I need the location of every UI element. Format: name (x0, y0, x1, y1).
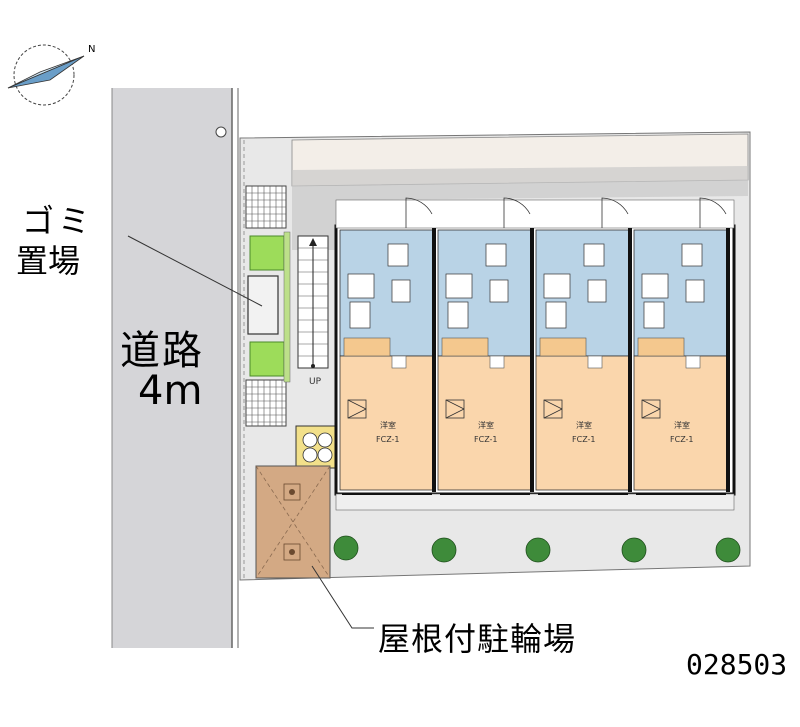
planter (249, 235, 285, 271)
road (112, 88, 232, 648)
apartment-units: 洋室 FCZ-1 洋室 FCZ-1 洋室 FCZ-1 洋室 FCZ-1 (339, 197, 730, 495)
unit-sink (387, 243, 409, 267)
unit-washer (391, 279, 411, 303)
unit-sink (583, 243, 605, 267)
stairs-up-label: UP (309, 377, 322, 387)
unit-bath (445, 273, 473, 299)
property-code: 028503 (686, 648, 788, 681)
unit-toilet (349, 301, 371, 329)
unit-flooring: FCZ-1 (572, 435, 596, 444)
unit-room-type: 洋室 (576, 420, 592, 430)
unit-toilet (447, 301, 469, 329)
garbage-area (247, 275, 279, 335)
unit-flooring: FCZ-1 (670, 435, 694, 444)
unit-bath (347, 273, 375, 299)
unit-kitchen (441, 337, 489, 357)
covered-parking-label: 屋根付駐輪場 (378, 620, 577, 658)
entrance-grating (245, 185, 287, 427)
unit-sink (681, 243, 703, 267)
road-width-label: 4m (138, 368, 203, 414)
unit-bath (641, 273, 669, 299)
unit-room (339, 355, 435, 491)
unit-room (633, 355, 729, 491)
unit-kitchen (343, 337, 391, 357)
unit-flooring: FCZ-1 (376, 435, 400, 444)
aircon-unit (295, 425, 339, 469)
unit-washer (489, 279, 509, 303)
unit-sink (485, 243, 507, 267)
unit-kitchen (637, 337, 685, 357)
unit-flooring: FCZ-1 (474, 435, 498, 444)
garbage-label-line1: ゴミ (22, 202, 95, 240)
compass-icon (7, 44, 85, 106)
unit-toilet (545, 301, 567, 329)
unit-room-type: 洋室 (380, 420, 396, 430)
unit-door (601, 197, 629, 228)
unit-door (503, 197, 531, 228)
unit-room (437, 355, 533, 491)
shrubs (333, 535, 741, 563)
unit-washer (685, 279, 705, 303)
unit-toilet (643, 301, 665, 329)
stairs (297, 235, 329, 369)
unit-room-type: 洋室 (478, 420, 494, 430)
unit-room-type: 洋室 (674, 420, 690, 430)
unit-washer (587, 279, 607, 303)
road-name-label: 道路 (120, 328, 204, 374)
unit-door (699, 197, 727, 228)
compass-north-label: N (88, 44, 96, 55)
planter (249, 341, 285, 377)
garbage-label-line2: 置場 (16, 242, 81, 280)
unit-kitchen (539, 337, 587, 357)
covered-parking (255, 465, 331, 579)
unit-bath (543, 273, 571, 299)
unit-door (405, 197, 433, 228)
